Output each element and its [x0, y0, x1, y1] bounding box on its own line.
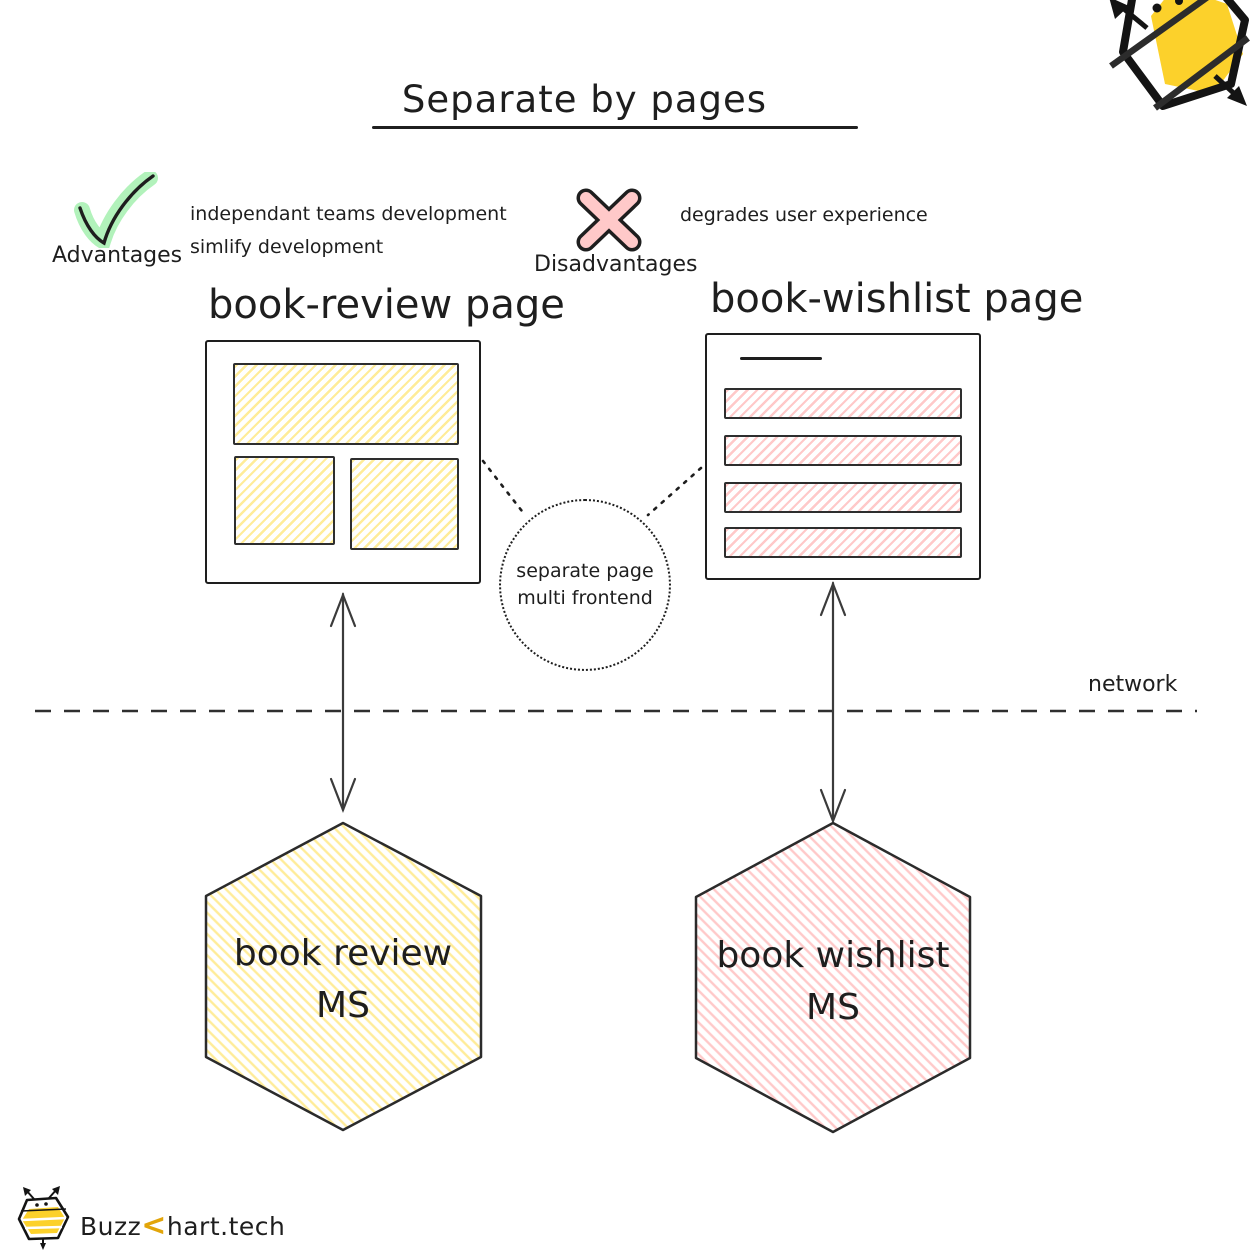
- wireframe-list-row: [724, 388, 962, 419]
- page-title: Separate by pages: [401, 78, 768, 121]
- advantage-item: simlify development: [190, 236, 384, 258]
- brand-chevron: <: [141, 1207, 167, 1243]
- book-review-page-wireframe: [205, 340, 481, 584]
- book-wishlist-page-title: book-wishlist page: [710, 276, 1084, 322]
- dotted-connector-review: [481, 459, 527, 517]
- book-wishlist-page-wireframe: [705, 333, 981, 580]
- wireframe-list-row: [724, 482, 962, 513]
- bee-antenna-arrow: [1109, 0, 1149, 30]
- wireframe-hero-block: [233, 363, 459, 445]
- bee-logo-icon: [1109, 0, 1250, 111]
- brand-wordmark: Buzz<hart.tech: [80, 1208, 285, 1243]
- title-underline: [372, 126, 858, 129]
- brand-prefix: Buzz: [80, 1211, 142, 1241]
- dotted-connector-wishlist: [646, 466, 703, 517]
- cross-icon: [576, 188, 642, 252]
- wireframe-list-row: [724, 527, 962, 558]
- advantages-label: Advantages: [52, 243, 183, 268]
- wireframe-title-line: [740, 357, 822, 360]
- bee-stinger-arrow: [1213, 74, 1247, 106]
- service-name: book wishlist: [716, 935, 950, 976]
- note-line: multi frontend: [517, 587, 653, 609]
- service-name: book review: [233, 933, 453, 974]
- hexagon-book-wishlist-ms: [694, 821, 972, 1134]
- book-review-page-title: book-review page: [208, 282, 565, 328]
- arrow-review-page-to-ms: [329, 591, 357, 814]
- brand-bee-icon: [17, 1186, 70, 1250]
- advantages-list: independant teams development simlify de…: [190, 198, 507, 264]
- brand-suffix: hart.tech: [166, 1211, 286, 1241]
- service-suffix: MS: [316, 985, 370, 1026]
- service-suffix: MS: [806, 987, 860, 1028]
- disadvantages-list: degrades user experience: [680, 204, 928, 226]
- advantage-item: independant teams development: [190, 203, 507, 225]
- disadvantages-label: Disadvantages: [534, 252, 698, 277]
- checkmark-icon: [74, 172, 158, 248]
- note-circle: separate page multi frontend: [499, 499, 671, 671]
- disadvantage-item: degrades user experience: [680, 204, 928, 226]
- brand-logo: Buzz<hart.tech: [12, 1186, 285, 1250]
- book-wishlist-ms-label: book wishlist MS: [695, 930, 971, 1034]
- network-label: network: [1088, 672, 1178, 697]
- wireframe-right-block: [350, 458, 459, 550]
- hexagon-book-review-ms: [204, 821, 483, 1132]
- book-review-ms-label: book review MS: [205, 928, 481, 1032]
- wireframe-left-block: [234, 456, 335, 545]
- note-line: separate page: [516, 560, 654, 582]
- wireframe-list-row: [724, 435, 962, 466]
- arrow-wishlist-page-to-ms: [819, 580, 847, 825]
